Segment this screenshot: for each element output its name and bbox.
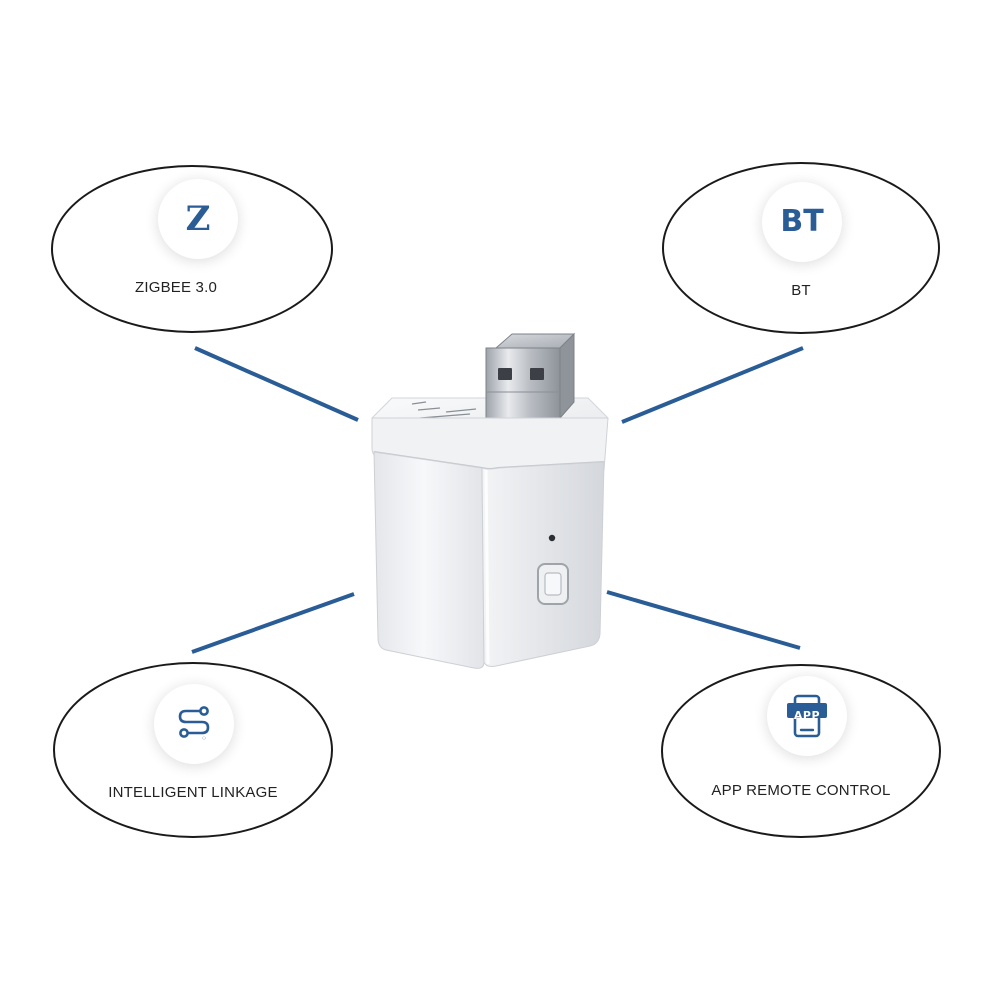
- connector-app: [606, 590, 801, 650]
- feature-card-app: APP APP REMOTE CONTROL: [661, 664, 941, 838]
- phone-app-icon-text: APP: [793, 709, 821, 722]
- feature-card-bt: BT BT: [662, 162, 940, 334]
- linkage-sliders-icon: [154, 684, 234, 764]
- bluetooth-icon-glyph: BT: [780, 204, 824, 239]
- feature-card-linkage: INTELLIGENT LINKAGE: [53, 662, 333, 838]
- usb-plug: [485, 332, 576, 427]
- connector-bt: [621, 346, 804, 424]
- linkage-sliders-svg: [178, 706, 210, 740]
- feature-label-bt: BT: [791, 282, 811, 299]
- zigbee-icon: Z: [158, 179, 238, 259]
- bluetooth-icon: BT: [762, 182, 842, 262]
- phone-app-icon: APP: [767, 676, 847, 756]
- status-led: [548, 534, 556, 542]
- feature-label-app: APP REMOTE CONTROL: [711, 782, 891, 799]
- feature-label-linkage: INTELLIGENT LINKAGE: [108, 784, 278, 801]
- dongle-front-face: [373, 451, 485, 669]
- pairing-button: [537, 563, 569, 605]
- feature-label-zigbee: ZIGBEE 3.0: [134, 279, 218, 296]
- zigbee-icon-glyph: Z: [185, 199, 211, 239]
- phone-app-svg: [787, 694, 827, 738]
- connector-zigbee: [194, 346, 359, 422]
- connector-linkage: [191, 592, 355, 654]
- feature-card-zigbee: Z ZIGBEE 3.0: [51, 165, 333, 333]
